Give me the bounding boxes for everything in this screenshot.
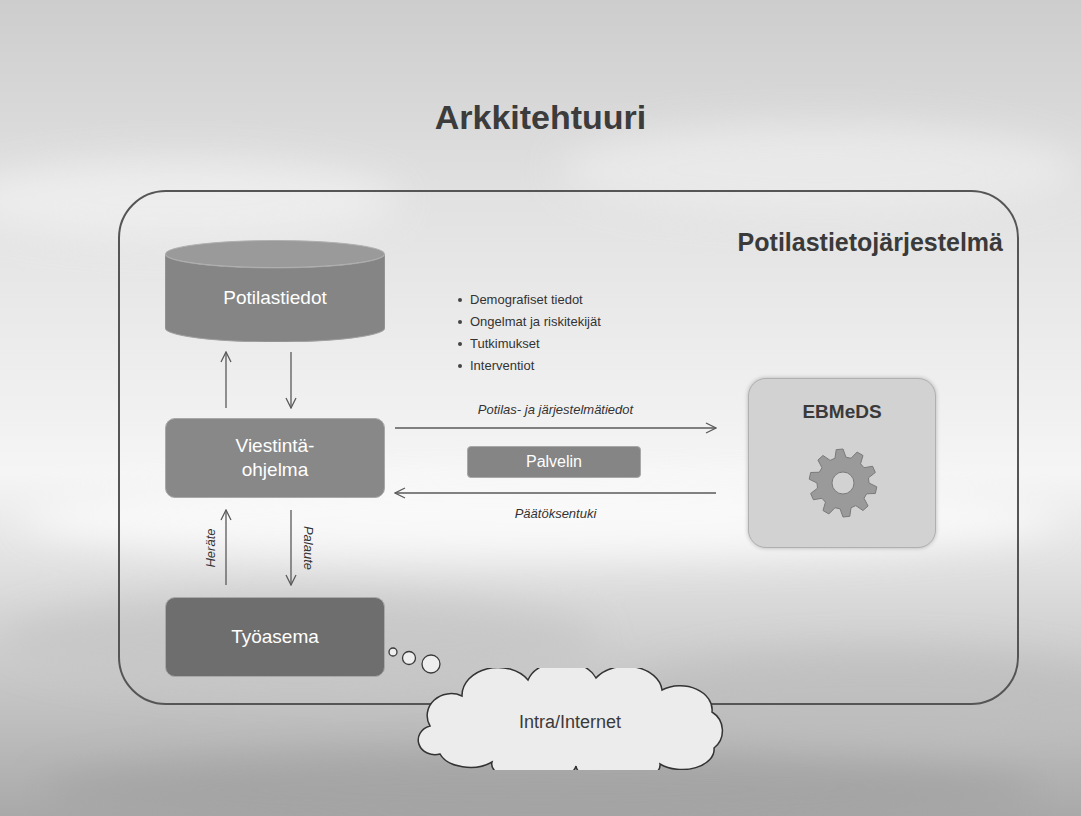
node-label: Työasema — [231, 625, 319, 649]
edge-label: Päätöksentuki — [515, 506, 597, 521]
edge-label: Potilas- ja järjestelmätiedot — [478, 402, 633, 417]
edge-label: Palaute — [301, 525, 316, 569]
node-label: Intra/Internet — [519, 712, 621, 733]
bullet-item: Ongelmat ja riskitekijät — [470, 314, 601, 329]
flow-arrow — [225, 352, 226, 408]
engine-box: EBMeDS — [748, 378, 936, 548]
node-label: EBMeDS — [802, 401, 881, 423]
server-box: Palvelin — [467, 446, 641, 478]
flow-arrow — [395, 427, 716, 428]
flow-arrow — [290, 352, 291, 408]
cloud-texture — [0, 125, 1081, 816]
bubble-dot — [389, 648, 397, 656]
bullet-item: Interventiot — [470, 358, 534, 373]
system-frame: PotilastietojärjestelmäPotilastiedotVies… — [118, 190, 1019, 705]
workstation-box: Työasema — [165, 597, 385, 677]
gear-icon — [801, 441, 885, 525]
node-label: Potilastiedot — [223, 286, 327, 310]
bubble-dot — [422, 655, 440, 673]
flow-arrow — [395, 492, 716, 493]
node-label: Viestintä- ohjelma — [215, 434, 335, 482]
gear-shape — [809, 449, 877, 517]
bullet-dot — [458, 298, 462, 302]
flow-arrow — [290, 510, 291, 585]
edge-label: Heräte — [203, 528, 218, 567]
bubble-dot — [403, 652, 416, 665]
bullet-dot — [458, 342, 462, 346]
node-label: Palvelin — [526, 452, 582, 472]
database-cylinder: Potilastiedot — [165, 240, 385, 342]
cylinder-top — [166, 241, 385, 268]
gear-hole — [832, 472, 854, 494]
bullet-dot — [458, 364, 462, 368]
flow-arrow — [225, 510, 226, 585]
diagram-title: Arkkitehtuuri — [0, 98, 1081, 137]
bullet-item: Demografiset tiedot — [470, 292, 583, 307]
bullet-dot — [458, 320, 462, 324]
cloud-shape — [418, 668, 722, 770]
process-box: Viestintä- ohjelma — [165, 418, 385, 498]
bullet-item: Tutkimukset — [470, 336, 540, 351]
network-cloud: Intra/Internet — [400, 668, 740, 770]
